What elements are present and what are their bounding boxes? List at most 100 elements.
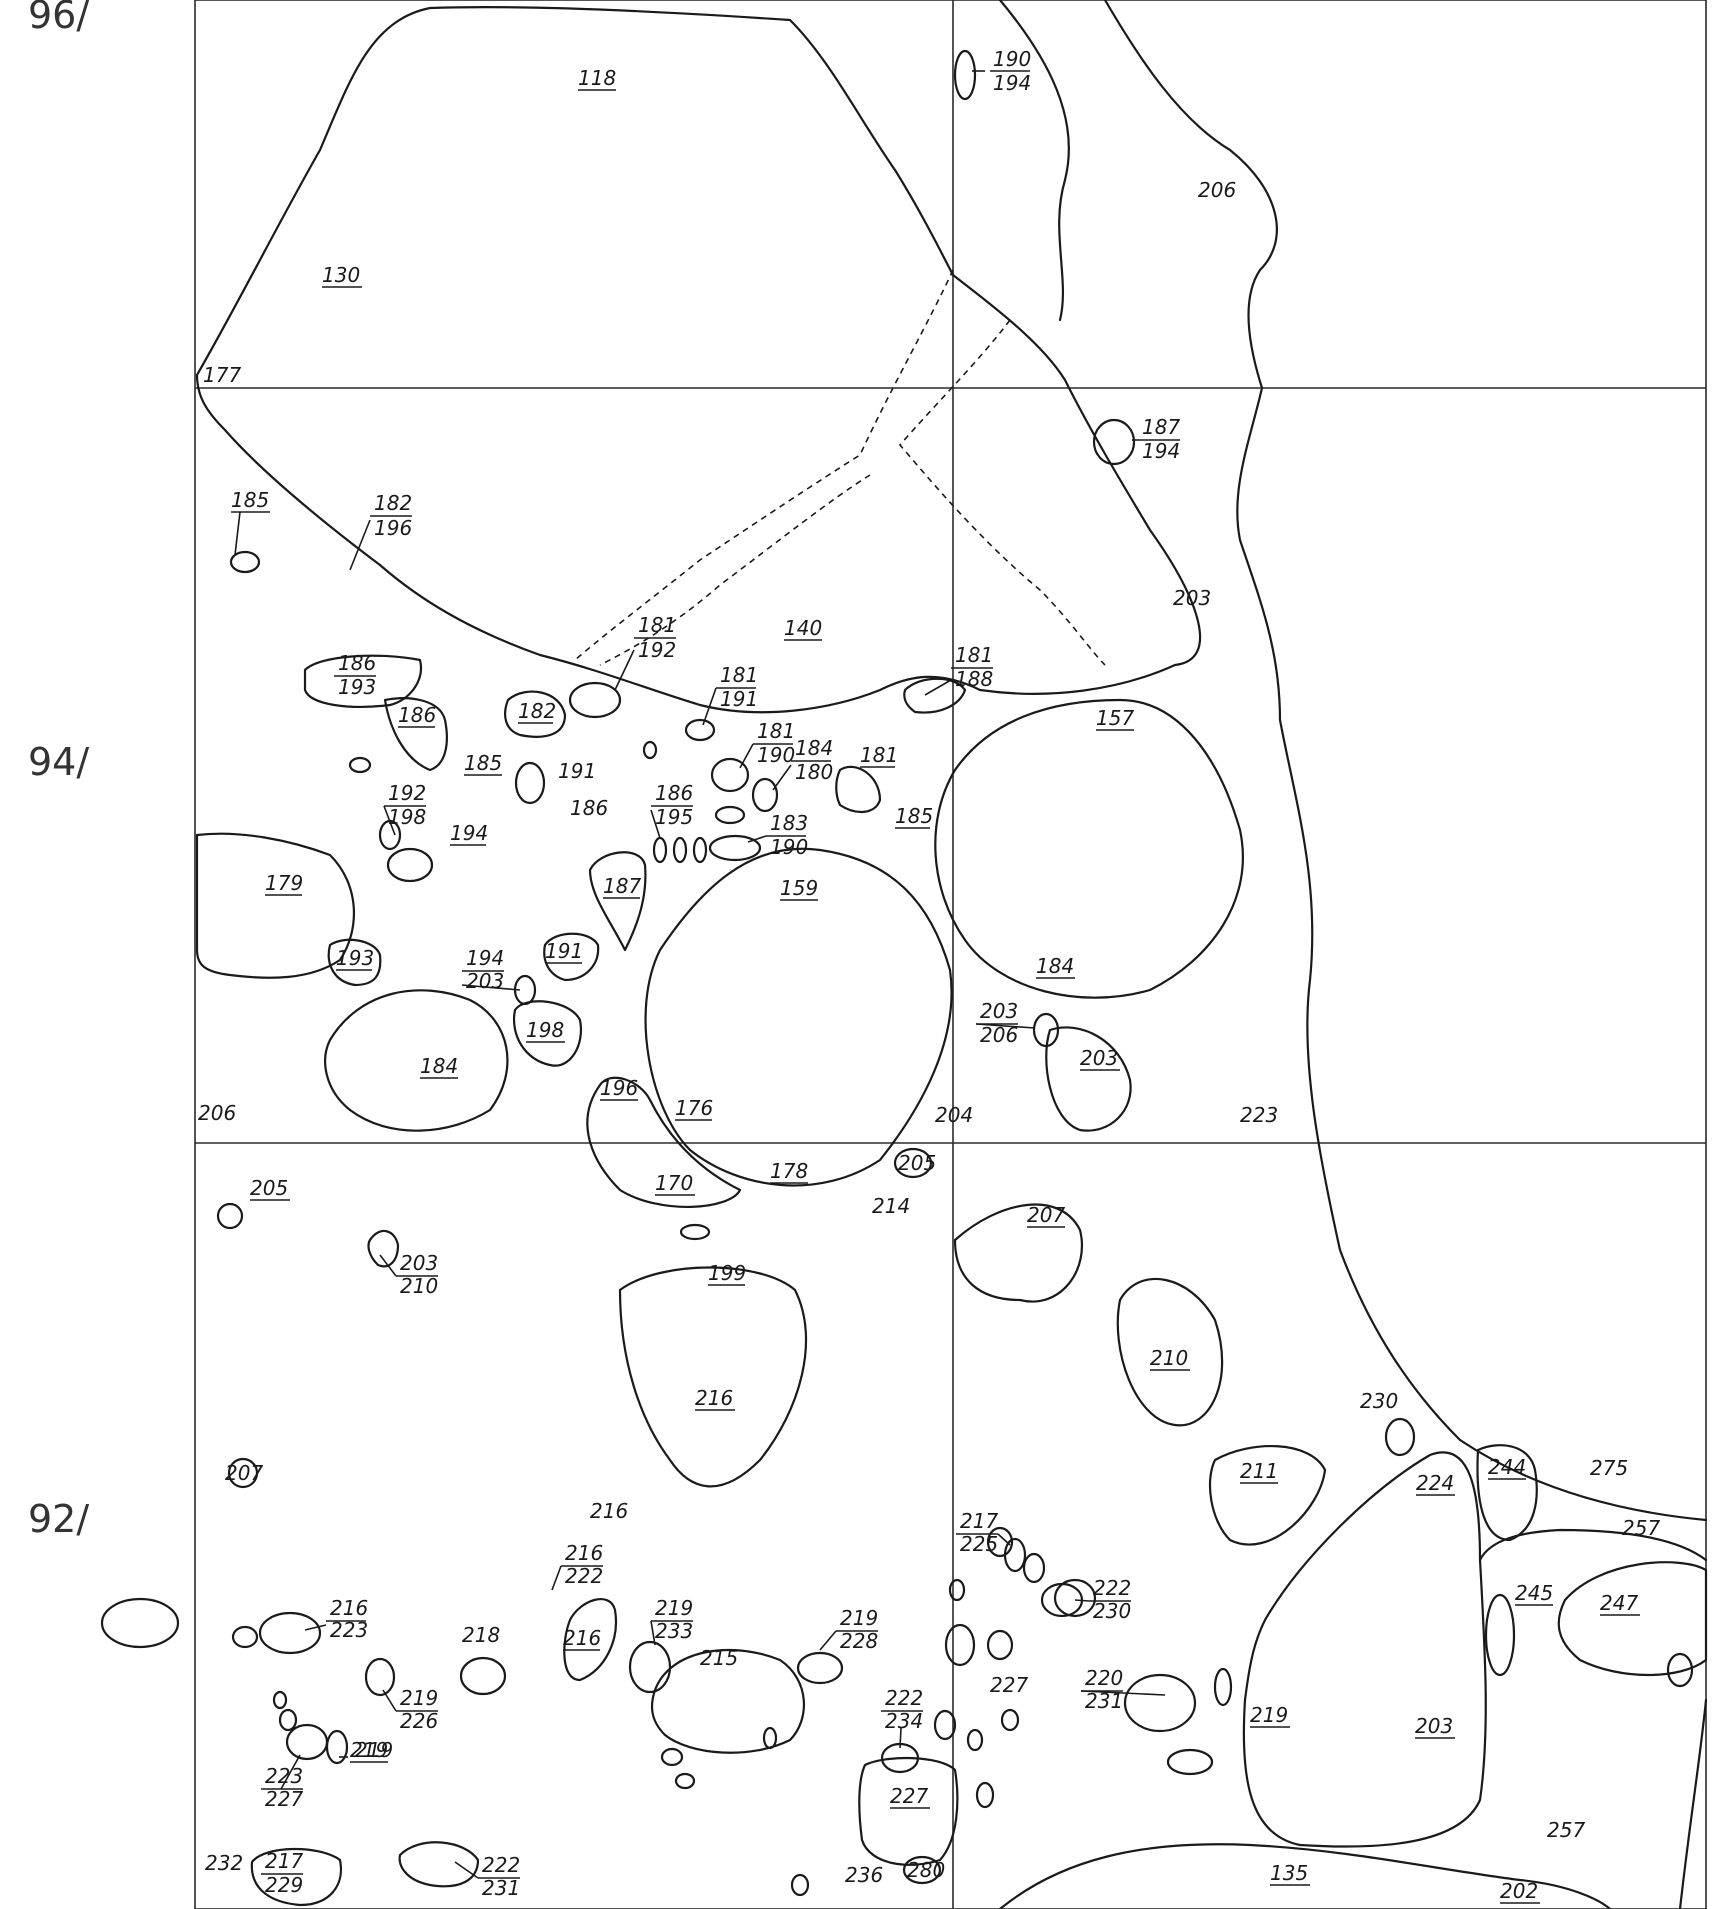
svg-text:216: 216 xyxy=(330,1596,368,1620)
feature-label: 118 xyxy=(578,66,616,91)
svg-text:181: 181 xyxy=(860,743,898,767)
svg-text:231: 231 xyxy=(482,1876,520,1900)
outline-199-216 xyxy=(618,1266,808,1488)
svg-text:135: 135 xyxy=(1270,1861,1308,1885)
feature-label: 181 xyxy=(860,743,898,768)
feature-label: 135 xyxy=(1270,1861,1310,1886)
stone xyxy=(714,805,746,825)
stone xyxy=(933,1709,957,1741)
outline-187 xyxy=(588,851,647,952)
stone xyxy=(628,1640,672,1694)
svg-text:217: 217 xyxy=(265,1849,303,1873)
stone xyxy=(1384,1417,1416,1457)
feature-label: 202 xyxy=(1500,1879,1540,1904)
stone xyxy=(944,1623,976,1667)
feature-label: 247 xyxy=(1600,1591,1640,1616)
stone xyxy=(986,1526,1014,1558)
feature-label: 203 xyxy=(1415,1714,1455,1739)
feature-label: 184 xyxy=(420,1054,458,1079)
svg-text:210: 210 xyxy=(1150,1346,1188,1370)
outline-211 xyxy=(1208,1445,1327,1546)
stone xyxy=(1166,1748,1214,1776)
svg-text:203: 203 xyxy=(400,1251,438,1275)
leader-lines xyxy=(280,70,1166,1879)
outline-170 xyxy=(586,1076,742,1208)
svg-text:187: 187 xyxy=(1142,415,1180,439)
feature-label: 191 xyxy=(558,759,596,783)
svg-text:219: 219 xyxy=(840,1606,878,1630)
svg-text:223: 223 xyxy=(1240,1103,1278,1127)
svg-text:182: 182 xyxy=(374,491,412,515)
svg-text:216: 216 xyxy=(563,1626,601,1650)
svg-text:247: 247 xyxy=(1600,1591,1638,1615)
stone xyxy=(258,1611,322,1655)
feature-label: 280 xyxy=(907,1858,945,1882)
outline-257-lower xyxy=(1678,1698,1708,1909)
stone xyxy=(1666,1652,1694,1688)
stone xyxy=(1000,1708,1020,1732)
outline-179 xyxy=(195,832,355,979)
outline-181-192 xyxy=(568,681,622,719)
svg-text:280: 280 xyxy=(907,1858,945,1882)
svg-text:185: 185 xyxy=(231,488,269,512)
svg-text:184: 184 xyxy=(1036,954,1074,978)
feature-label: 232 xyxy=(205,1851,243,1875)
dashed-cut-2 xyxy=(898,319,1106,666)
svg-text:227: 227 xyxy=(890,1784,928,1808)
svg-text:181: 181 xyxy=(638,613,676,637)
stone xyxy=(762,1726,778,1750)
svg-text:198: 198 xyxy=(388,805,426,829)
feature-label: 227 xyxy=(890,1784,930,1809)
svg-text:170: 170 xyxy=(655,1171,693,1195)
outline-190-194 xyxy=(953,49,977,101)
stone xyxy=(790,1873,810,1897)
feature-label: 187 xyxy=(603,874,641,899)
feature-label: 193 xyxy=(336,946,374,971)
svg-text:186: 186 xyxy=(570,796,608,820)
feature-label: 219 xyxy=(350,1738,388,1763)
svg-text:192: 192 xyxy=(388,781,426,805)
outline-205 xyxy=(216,1202,244,1230)
outline-186-193 xyxy=(303,654,423,708)
svg-text:206: 206 xyxy=(1198,178,1236,202)
svg-text:190: 190 xyxy=(993,47,1031,71)
outline-205-small xyxy=(893,1147,933,1179)
svg-text:205: 205 xyxy=(250,1176,288,1200)
feature-label: 205 xyxy=(250,1176,290,1201)
svg-text:181: 181 xyxy=(720,663,758,687)
feature-labels: 118 130 177 206 203 185 140 186 182 185 … xyxy=(198,66,1660,1904)
svg-text:224: 224 xyxy=(1416,1471,1454,1495)
feature-label: 207 xyxy=(1027,1203,1065,1228)
feature-label: 185 xyxy=(895,804,933,829)
svg-text:178: 178 xyxy=(770,1159,808,1183)
feature-label: 157 xyxy=(1096,706,1134,731)
svg-text:222: 222 xyxy=(885,1686,923,1710)
feature-label: 191 xyxy=(545,939,583,964)
outline-280 xyxy=(902,1855,942,1885)
svg-text:190: 190 xyxy=(757,743,795,767)
feature-label: 244 xyxy=(1488,1455,1526,1480)
svg-text:207: 207 xyxy=(1027,1203,1065,1227)
feature-label: 179 xyxy=(265,871,303,896)
feature-label: 219 xyxy=(355,1738,393,1762)
feature-label: 140 xyxy=(784,616,822,641)
svg-text:192: 192 xyxy=(638,638,676,662)
feature-label: 206 xyxy=(1198,178,1236,202)
svg-text:230: 230 xyxy=(1360,1389,1398,1413)
svg-text:205: 205 xyxy=(898,1151,936,1175)
svg-text:218: 218 xyxy=(462,1623,500,1647)
feature-label: 236 xyxy=(845,1863,883,1887)
feature-label: 216 xyxy=(590,1499,628,1523)
outline-215 xyxy=(650,1648,806,1754)
svg-text:198: 198 xyxy=(526,1018,564,1042)
svg-text:185: 185 xyxy=(464,751,502,775)
svg-text:227: 227 xyxy=(265,1787,303,1811)
